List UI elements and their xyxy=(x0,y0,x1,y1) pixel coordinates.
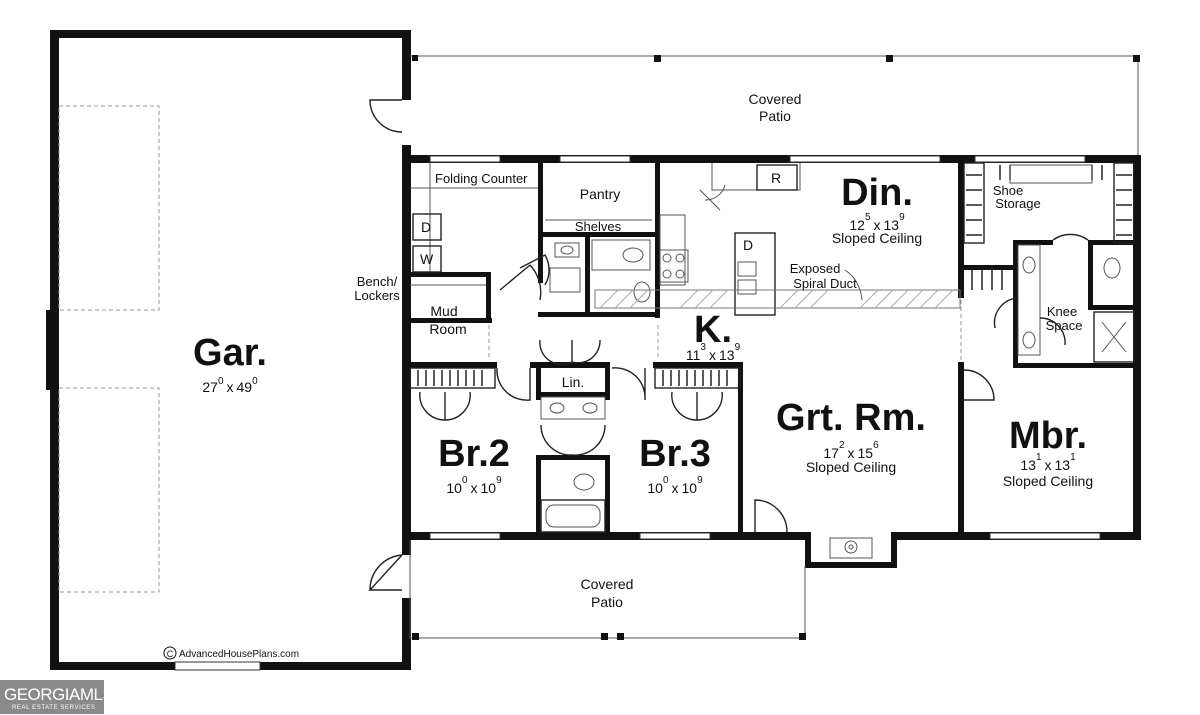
pantry-label: Pantry xyxy=(580,186,620,202)
mud-room-label-1: Mud xyxy=(430,303,457,319)
fixtures xyxy=(409,162,1135,533)
exposed-duct-label-1: Exposed xyxy=(790,261,841,276)
watermark-sub: REAL ESTATE SERVICES xyxy=(12,705,96,711)
dining-name: Din. xyxy=(841,172,913,214)
watermark-main: GEORGIAMLS xyxy=(4,685,114,704)
master-note: Sloped Ceiling xyxy=(1003,473,1093,489)
dishwasher-label: D xyxy=(743,237,753,253)
front-patio-label-1: Covered xyxy=(581,576,634,592)
linen-label: Lin. xyxy=(562,374,585,390)
bedroom3-name: Br.3 xyxy=(639,433,711,475)
copyright-symbol: C xyxy=(167,649,174,659)
bench-lockers-label-2: Lockers xyxy=(354,288,400,303)
washer-label: W xyxy=(420,251,434,267)
mud-room-label-2: Room xyxy=(429,321,466,337)
copyright-text: AdvancedHousePlans.com xyxy=(179,649,299,660)
bedroom2-name: Br.2 xyxy=(438,433,510,475)
garage-name: Gar. xyxy=(193,332,267,374)
great-room-note: Sloped Ceiling xyxy=(806,459,896,475)
shoe-storage-label-1: Shoe xyxy=(993,183,1023,198)
kitchen-name: K. xyxy=(694,309,732,351)
exposed-duct-label-2: Spiral Duct xyxy=(793,276,857,291)
georgia-mls-watermark: GEORGIAMLS REAL ESTATE SERVICES xyxy=(0,680,114,714)
dryer-label: D xyxy=(421,219,431,235)
garage xyxy=(46,30,411,671)
dining-note: Sloped Ceiling xyxy=(832,230,922,246)
front-patio xyxy=(409,540,806,640)
master-name: Mbr. xyxy=(1009,415,1087,457)
knee-space-label-1: Knee xyxy=(1047,304,1077,319)
folding-counter-label: Folding Counter xyxy=(435,171,528,186)
shoe-storage-label-2: Storage xyxy=(995,196,1041,211)
rear-patio-label-2: Patio xyxy=(759,108,791,124)
copyright: C AdvancedHousePlans.com xyxy=(163,646,299,660)
bench-lockers-label-1: Bench/ xyxy=(357,274,398,289)
refrigerator-label: R xyxy=(771,170,781,186)
rear-patio-label-1: Covered xyxy=(749,91,802,107)
knee-space-label-2: Space xyxy=(1046,318,1083,333)
rear-patio xyxy=(410,55,1140,158)
house-walls xyxy=(402,155,1141,568)
shelves-label: Shelves xyxy=(575,219,622,234)
interior-walls xyxy=(402,163,1138,540)
great-room-name: Grt. Rm. xyxy=(776,397,926,439)
front-patio-label-2: Patio xyxy=(591,594,623,610)
